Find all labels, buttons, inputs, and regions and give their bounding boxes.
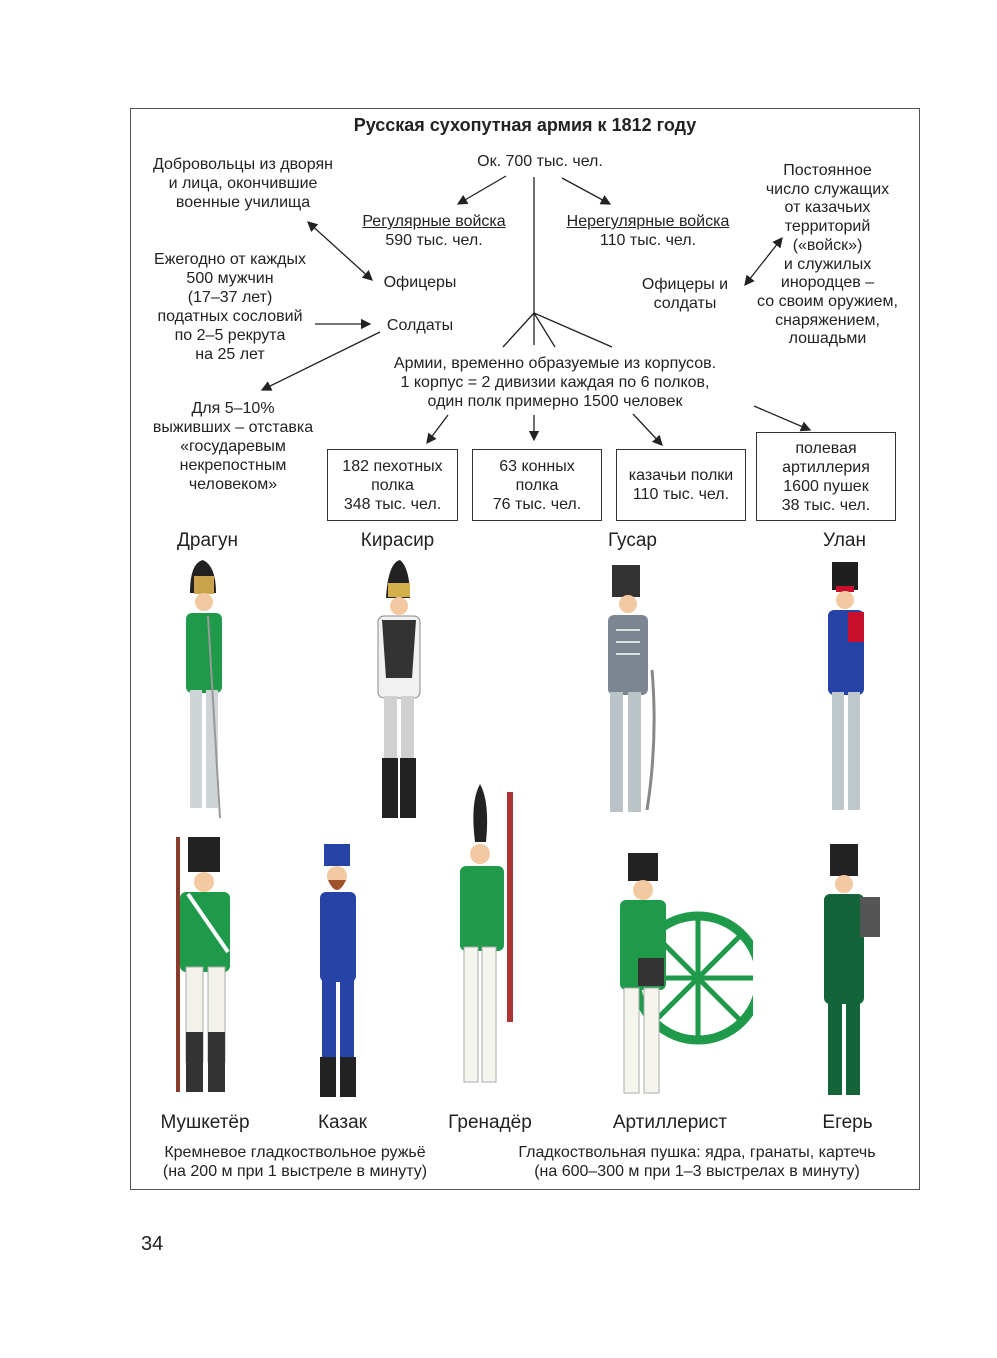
label-hussar: Гусар <box>608 530 657 551</box>
cuirassier-figure <box>377 560 421 818</box>
uhlan-figure <box>828 562 864 810</box>
soldiers-label: Солдаты <box>386 317 454 334</box>
officers-label: Офицеры <box>383 274 457 291</box>
musketeer-figure <box>176 837 230 1092</box>
label-dragoon: Драгун <box>177 530 238 551</box>
dragoon-figure <box>186 560 222 819</box>
grenadier-figure <box>460 784 513 1083</box>
label-cuirassier: Кирасир <box>360 530 435 551</box>
diagram-arrows <box>260 175 812 446</box>
total-strength: Ок. 700 тыс. чел. <box>477 153 603 170</box>
label-cossack: Казак <box>317 1112 367 1133</box>
label-grenadier: Гренадёр <box>448 1112 532 1133</box>
label-artillerist: Артиллерист <box>612 1112 728 1133</box>
label-musketeer: Мушкетёр <box>160 1112 250 1133</box>
label-uhlan: Улан <box>823 530 866 551</box>
diagram-frame <box>130 108 920 1190</box>
artillerist-figure <box>620 853 753 1094</box>
retirement-text: Для 5–10%выживших – отставка«государевым… <box>152 400 314 493</box>
cannon-note: Гладкоствольная пушка: ядра, гранаты, ка… <box>518 1144 876 1180</box>
label-jaeger: Егерь <box>822 1112 873 1133</box>
page-number: 34 <box>141 1233 164 1255</box>
cossack-figure <box>320 844 356 1097</box>
armies-text: Армии, временно образуемые из корпусов.1… <box>393 355 717 410</box>
jaeger-figure <box>824 844 880 1095</box>
hussar-figure <box>608 565 656 812</box>
diagram-title: Русская сухопутная армия к 1812 году <box>353 115 697 135</box>
musket-note: Кремневое гладкоствольное ружьё(на 200 м… <box>162 1144 428 1180</box>
